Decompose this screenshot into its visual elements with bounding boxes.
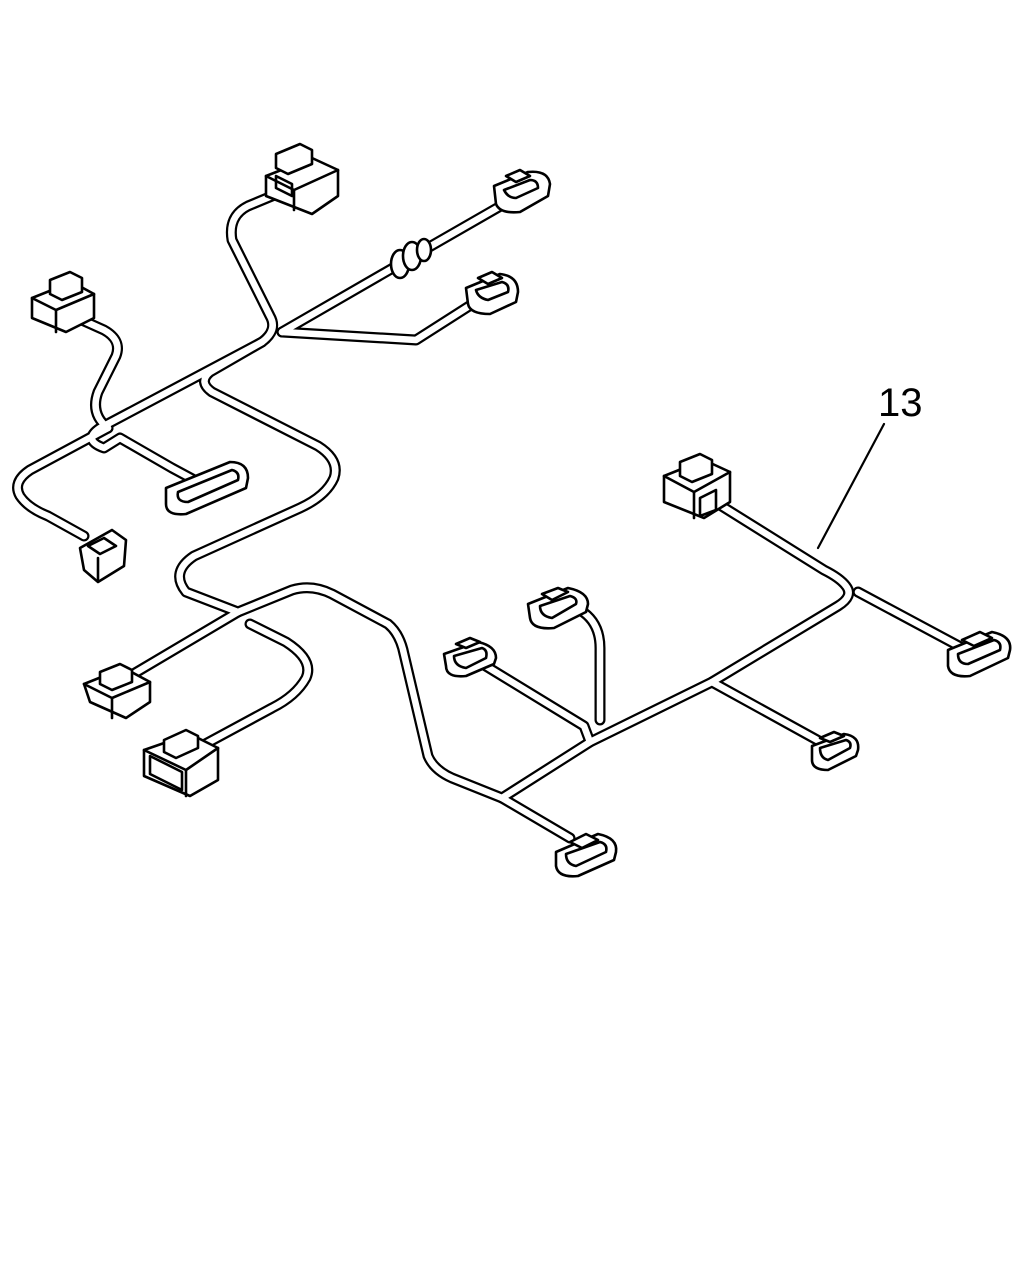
connector-right-box — [662, 452, 732, 520]
connector-center-upper-oval — [526, 586, 590, 630]
connector-right-middle-oval — [810, 730, 860, 772]
connector-top-right-oval — [492, 168, 552, 214]
connector-bottom-oval — [554, 832, 618, 878]
grommet — [389, 237, 433, 280]
connector-mid-top-oval — [464, 270, 520, 316]
callout-leader-line — [816, 422, 886, 550]
connector-left-long-oval — [164, 460, 250, 516]
connector-center-left-oval — [442, 636, 498, 678]
connector-top-left-box — [30, 270, 96, 334]
callout-label: 13 — [878, 381, 923, 425]
connector-left-clip — [78, 528, 128, 584]
connector-left-bottom-box — [82, 662, 152, 720]
connector-bottom-left-box — [142, 728, 220, 798]
connector-top-box — [264, 142, 340, 216]
callout-13: 13 — [816, 381, 923, 550]
connector-far-right-oval — [946, 630, 1012, 678]
